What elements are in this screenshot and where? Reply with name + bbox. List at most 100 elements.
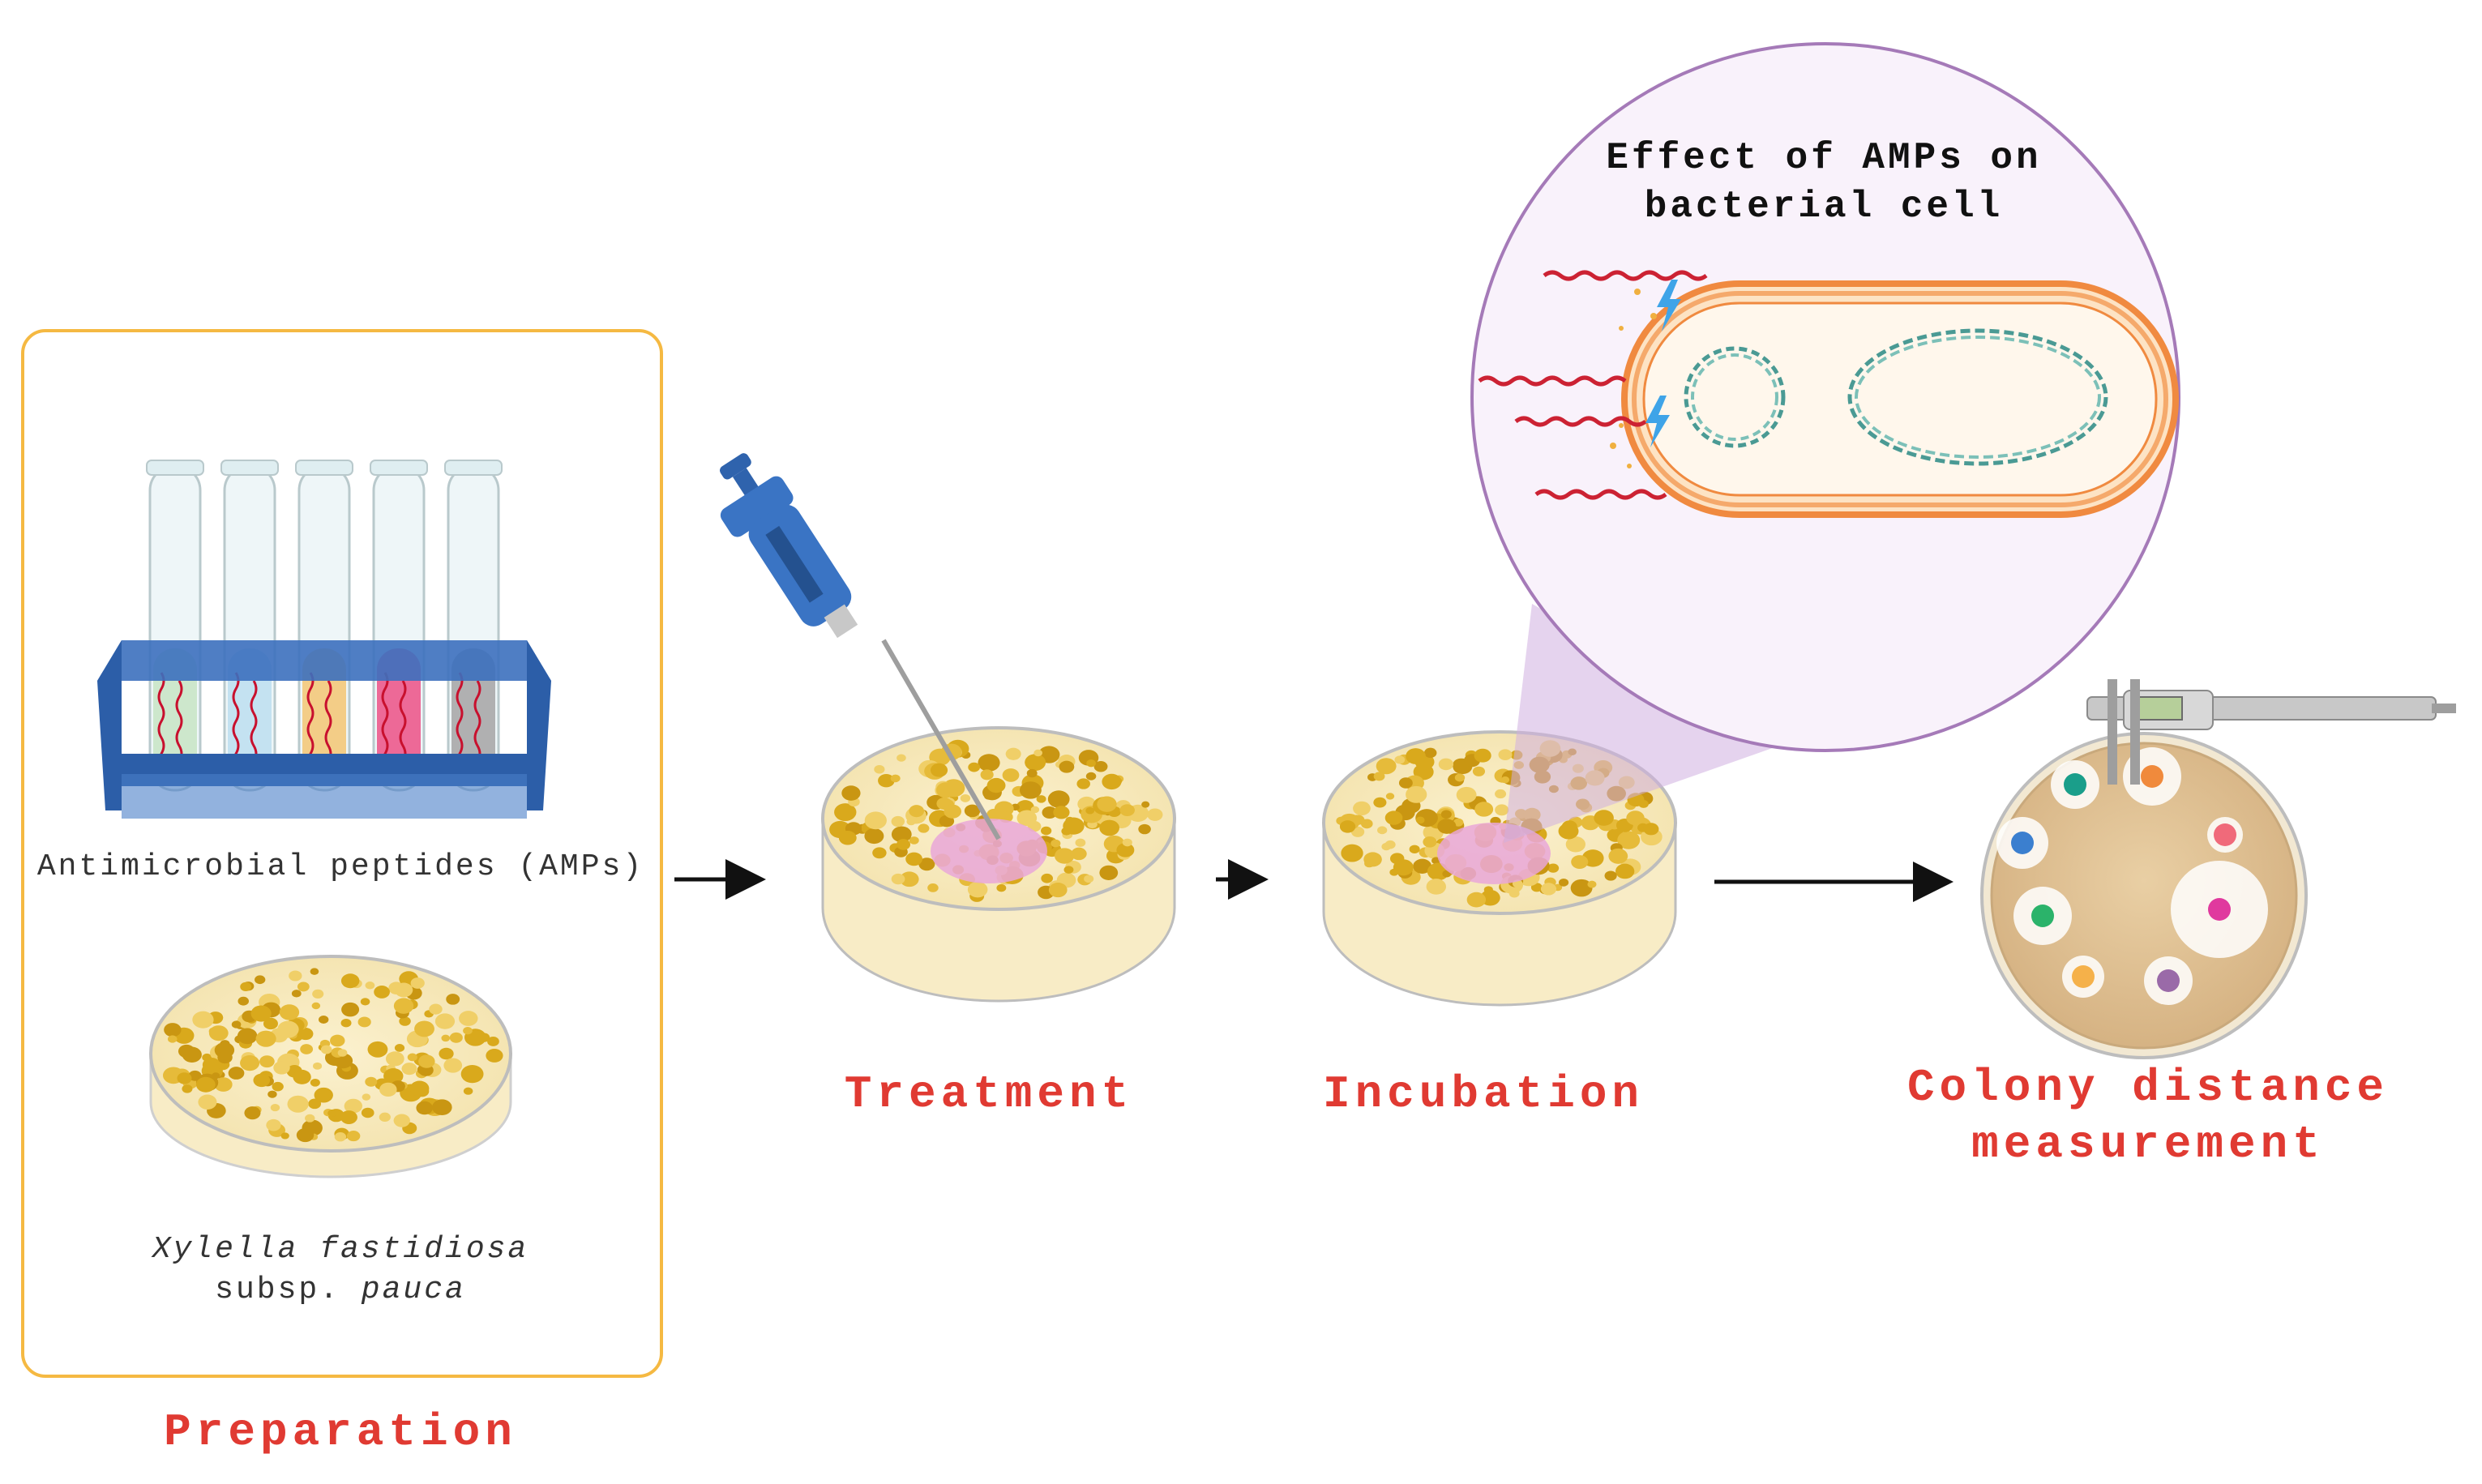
bacterial-colony: [1413, 763, 1434, 780]
bacterial-colony: [357, 1016, 371, 1028]
bacterial-colony: [330, 1034, 345, 1047]
bacterial-colony: [279, 1004, 300, 1020]
bacterial-colony: [337, 1049, 348, 1057]
bacterial-colony: [1016, 810, 1038, 827]
bacterial-colony: [297, 981, 310, 992]
bacterial-colony: [1364, 859, 1375, 868]
bacterial-colony: [266, 1118, 281, 1131]
bacterial-colony: [192, 1011, 214, 1029]
test-tube: [146, 460, 204, 792]
bacterial-colony: [240, 981, 252, 992]
bacterial-colony: [1587, 880, 1597, 888]
bacterial-colony: [379, 1082, 397, 1097]
bacterial-colony: [310, 1078, 320, 1087]
bacterial-colony: [1353, 801, 1371, 816]
bacterial-colony: [1558, 878, 1569, 887]
bacterial-colony: [182, 1084, 193, 1093]
bacterial-colony: [1048, 883, 1068, 898]
bacterial-colony: [1019, 781, 1042, 799]
bacterial-colony: [1075, 838, 1086, 847]
bacterial-colony: [361, 1107, 374, 1118]
bacterial-colony: [1005, 747, 1021, 760]
test-tube: [370, 460, 428, 792]
bacterial-colony: [1474, 802, 1494, 817]
bacterial-colony: [320, 1045, 332, 1054]
preparation-box: [21, 329, 663, 1378]
bacterial-colony: [1500, 776, 1510, 784]
magnifier-cone: [1504, 604, 1779, 843]
bacterial-colony: [416, 1101, 434, 1115]
bacterial-colony: [305, 1114, 315, 1123]
bacterial-colony: [1409, 845, 1420, 854]
bacterial-colony: [918, 823, 930, 833]
lightning-icon: [1645, 280, 1681, 447]
bacterial-colony: [1617, 831, 1641, 849]
bacterial-colony: [986, 777, 1006, 793]
bacterial-colony: [1086, 759, 1096, 768]
bacterial-colony: [1141, 801, 1150, 808]
bacterial-colony: [1384, 810, 1403, 825]
bacterial-colony: [996, 883, 1007, 892]
bacterial-colony: [414, 1020, 434, 1037]
bacterial-colony: [967, 881, 988, 898]
bacterial-colony: [383, 1068, 404, 1084]
bacterial-colony: [1495, 804, 1509, 816]
measurement-plate: [1980, 732, 2308, 1059]
bacterial-colony: [1339, 820, 1356, 833]
bacterial-colony: [1423, 836, 1437, 848]
bacterial-colony: [374, 986, 390, 999]
species-subspecies: subsp. pauca: [36, 1272, 644, 1307]
bacterial-colony: [1026, 768, 1038, 778]
bacterial-colony: [312, 989, 324, 999]
bacterial-colony: [289, 970, 302, 981]
bacterial-colony: [429, 1003, 443, 1015]
amp-spot: [2031, 905, 2054, 927]
bacterial-colony: [984, 792, 994, 800]
bacterial-colony: [1099, 865, 1119, 880]
bacterial-colony: [890, 774, 901, 783]
bacterial-colony: [327, 1109, 337, 1117]
bacterial-colony: [968, 762, 981, 772]
bacterial-colony: [300, 1044, 314, 1054]
step-label-measurement-line1: Colony distance: [1906, 1062, 2390, 1114]
bacterial-colony: [1389, 868, 1399, 876]
bacterial-colony: [1413, 858, 1432, 874]
bacterial-colony: [460, 1064, 484, 1084]
bacterial-colony: [446, 994, 460, 1005]
species-name: Xylella fastidiosa: [152, 1232, 529, 1267]
bacterial-colony: [379, 1112, 391, 1123]
bacterial-colony: [1084, 875, 1094, 883]
bacterial-colony: [198, 1094, 217, 1110]
step-label-treatment: Treatment: [844, 1068, 1134, 1120]
bacterial-colony: [897, 839, 911, 850]
bacterial-colony: [255, 1030, 276, 1047]
bacterial-colony: [401, 1063, 417, 1076]
bacterial-colony: [1085, 772, 1097, 780]
bacterial-colony: [291, 990, 302, 998]
bacterial-colony: [365, 981, 375, 990]
bacterial-colony: [1423, 747, 1437, 759]
bacterial-colony: [360, 998, 370, 1006]
bacterial-colony: [293, 1069, 311, 1084]
bacterial-colony: [1384, 840, 1396, 849]
bacterial-colony: [1394, 755, 1406, 764]
bacterial-colony: [202, 1057, 221, 1072]
bacterial-colony: [1030, 806, 1040, 814]
bacterial-colony: [897, 754, 906, 762]
bacterial-colony: [394, 1044, 405, 1052]
bacterial-colony: [394, 982, 413, 998]
bacterial-colony: [872, 847, 887, 859]
bacterial-colony: [1565, 836, 1585, 853]
bacterial-colony: [340, 1110, 357, 1124]
bacterial-colony: [407, 1053, 417, 1062]
bacterial-colony: [878, 773, 895, 788]
amp-spot: [2064, 773, 2086, 796]
bacterial-colony: [385, 1051, 404, 1067]
bacterial-colony: [1385, 793, 1395, 800]
bacterial-colony: [340, 1019, 352, 1028]
bacterial-colony: [1102, 773, 1122, 790]
plasmid-dna: [1684, 346, 1786, 448]
amp-spot: [2157, 969, 2180, 992]
bacterial-colony: [906, 818, 916, 826]
